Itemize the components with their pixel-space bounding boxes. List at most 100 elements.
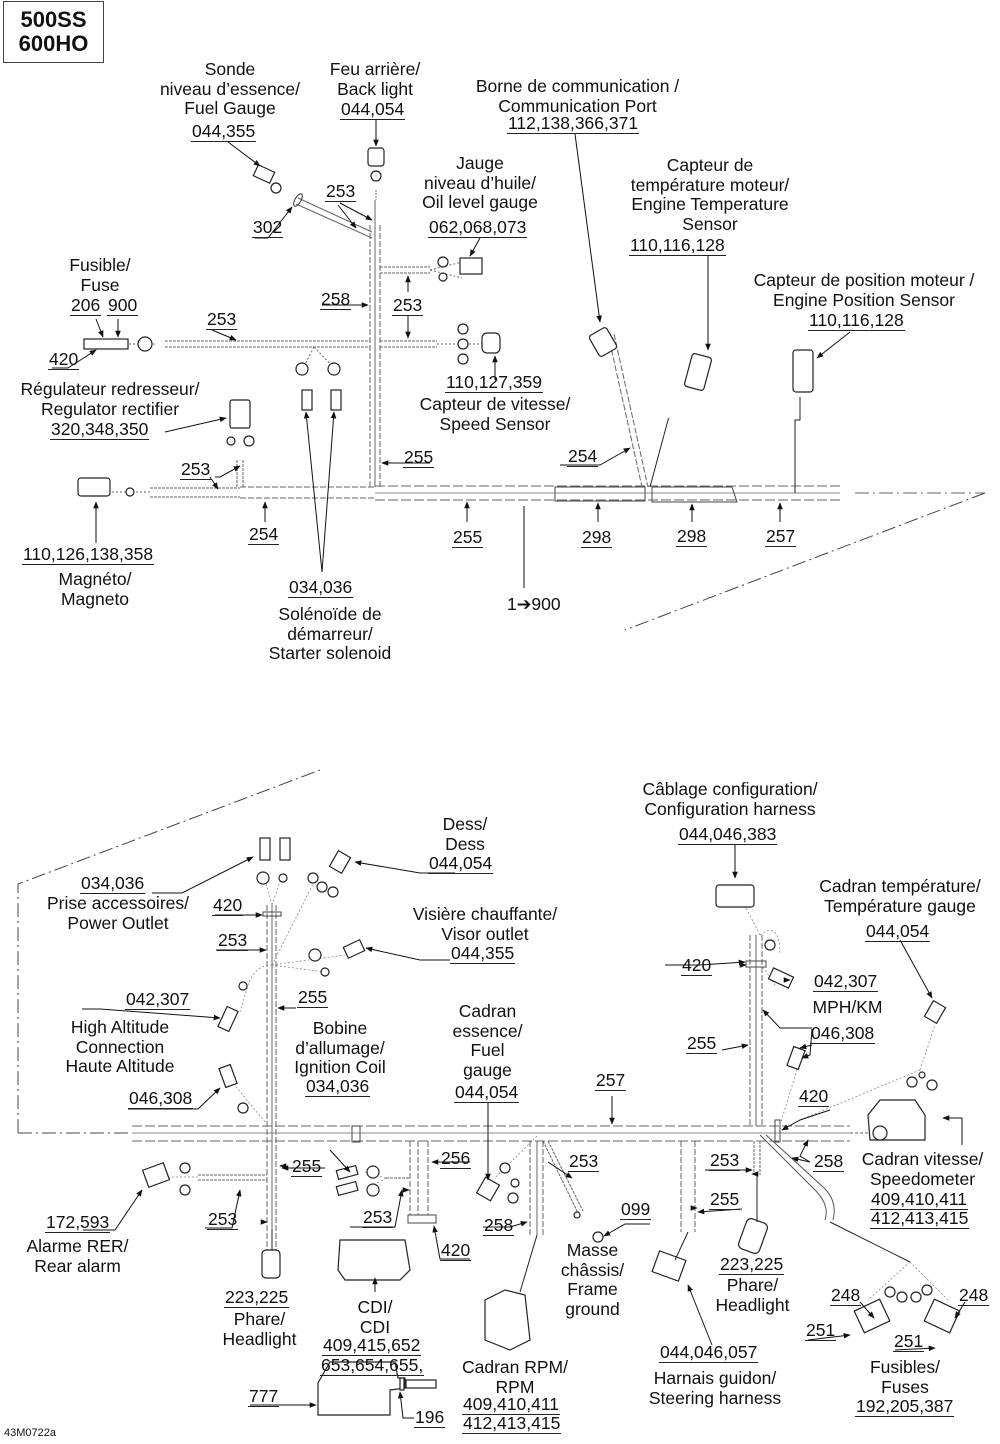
component-label-fuse: Fusible/ Fuse	[69, 255, 131, 295]
ref-number: 420	[681, 955, 713, 976]
ref-number: 253	[207, 1209, 239, 1230]
ref-number: 251	[893, 1331, 925, 1352]
ref-number: 302	[252, 217, 284, 238]
wire-color-tag-icon	[438, 272, 448, 282]
ref-number: 255	[709, 1189, 741, 1210]
component-label-rear-alarm: Alarme RER/ Rear alarm	[26, 1236, 129, 1276]
wire-color-tag-icon	[270, 182, 282, 194]
solenoid-connector-2-icon	[330, 389, 342, 411]
component-label-rpm-gauge: Cadran RPM/ RPM	[461, 1357, 568, 1397]
part-numbers: 044,054	[340, 99, 406, 120]
ref-number: 253	[709, 1150, 741, 1171]
wire-color-tag-icon	[507, 1192, 519, 1204]
wire-color-tag-icon	[316, 881, 328, 893]
ignition-coil-connector-2-icon	[335, 1180, 359, 1197]
component-label-frame-ground: Masse châssis/ Frame ground	[560, 1240, 625, 1319]
ref-number: 255	[291, 1156, 323, 1177]
ref-number: 253	[325, 181, 357, 202]
model-name: 500SS	[20, 7, 87, 32]
back-light-connector-icon	[367, 147, 385, 167]
comm-port-connector-icon	[588, 327, 618, 357]
part-numbers: 110,116,128	[629, 235, 726, 256]
part-numbers: 112,138,366,371	[507, 113, 640, 134]
sleeve-298-left	[554, 486, 646, 502]
component-label-steering-harness: Harnais guidon/ Steering harness	[648, 1368, 782, 1408]
ref-number: 254	[248, 524, 280, 545]
component-label-temperature-gauge: Cadran température/ Température gauge	[819, 876, 981, 916]
ref-number: 298	[676, 526, 708, 547]
bottom-leader-lines	[82, 845, 966, 1419]
ref-number: 255	[403, 447, 435, 468]
top-harness-wires	[110, 190, 985, 503]
part-numbers: 044,054	[865, 921, 931, 942]
cdi-module-icon	[337, 1239, 411, 1281]
part-numbers: 412,413,415	[462, 1413, 562, 1434]
temp-gauge-connector-icon	[923, 999, 947, 1025]
part-numbers: 900	[107, 295, 139, 316]
ref-number: 196	[414, 1407, 446, 1428]
regulator-connector-icon	[229, 399, 251, 429]
wire-color-tag-icon	[370, 170, 382, 182]
part-numbers: 034,036	[80, 873, 146, 894]
trunk-258	[369, 200, 381, 487]
part-numbers: 034,036	[288, 577, 354, 598]
part-numbers: 042,307	[125, 989, 191, 1010]
ref-number: 420	[48, 349, 80, 370]
part-numbers: 044,054	[428, 853, 494, 874]
power-outlet-connector-1-icon	[259, 837, 271, 861]
part-numbers: 044,046,383	[678, 824, 778, 845]
speedometer-port-icon	[872, 1125, 888, 1141]
component-label-mph-km: MPH/KM	[812, 997, 883, 1017]
wire-color-tag-icon	[437, 256, 449, 268]
wire-color-tag-icon	[457, 338, 469, 350]
model-title-box: 500SS 600HO	[3, 1, 104, 63]
wire-color-tag-icon	[366, 1165, 380, 1179]
wire-color-tag-icon	[256, 871, 270, 885]
part-numbers: 223,225	[224, 1287, 290, 1308]
ref-number: 256	[440, 1148, 472, 1169]
wire-color-tag-icon	[327, 886, 339, 898]
ref-number: 253	[362, 1207, 394, 1228]
component-label-fuel-gauge-dial: Cadran essence/ Fuel gauge	[452, 1001, 523, 1080]
engine-position-connector-icon	[792, 349, 814, 393]
part-numbers: 320,348,350	[50, 419, 150, 440]
part-numbers: 034,036	[305, 1076, 371, 1097]
component-label-dess: Dess/ Dess	[442, 814, 488, 854]
ref-number: 777	[248, 1386, 280, 1407]
component-label-ignition-coil: Bobine d’allumage/ Ignition Coil	[294, 1018, 386, 1077]
wire-color-tag-icon	[125, 487, 135, 497]
ref-number: 257	[595, 1070, 627, 1091]
ref-number: 253	[217, 930, 249, 951]
part-numbers: 044,355	[450, 943, 516, 964]
ref-number: 255	[452, 527, 484, 548]
part-numbers: 409,410,411	[462, 1394, 561, 1415]
part-numbers: 409,415,652	[322, 1335, 422, 1356]
steering-harness-connector-icon	[651, 1250, 687, 1282]
magneto-connector-icon	[77, 477, 111, 497]
wire-color-tag-icon	[179, 1184, 191, 1196]
component-label-power-outlet: Prise accessoires/ Power Outlet	[47, 893, 189, 933]
component-label-headlight-left: Phare/ Headlight	[222, 1309, 297, 1349]
component-label-engine-temp-sensor: Capteur de température moteur/ Engine Te…	[630, 155, 790, 234]
component-label-engine-position-sensor: Capteur de position moteur / Engine Posi…	[753, 270, 975, 310]
figure-reference: 43M0722a	[4, 1427, 56, 1439]
part-numbers: 110,116,128	[808, 310, 905, 331]
wire-color-tag-icon	[573, 1211, 581, 1219]
ref-number: 253	[206, 309, 238, 330]
part-numbers: 046,308	[810, 1023, 876, 1044]
wire-color-tag-icon	[327, 362, 341, 376]
fuse-holder-2-icon	[923, 1298, 961, 1334]
part-numbers: 412,413,415	[870, 1208, 970, 1229]
part-numbers: 062,068,073	[428, 217, 528, 238]
component-label-regulator-rectifier: Régulateur redresseur/ Regulator rectifi…	[20, 379, 200, 419]
wire-color-tag-icon	[910, 1291, 922, 1303]
component-label-speedometer: Cadran vitesse/ Speedometer	[861, 1149, 984, 1189]
cdi-cover-clamp-icon	[399, 1377, 405, 1391]
part-numbers: 044,355	[191, 121, 257, 142]
part-range-note: 1➔900	[507, 594, 561, 614]
wire-color-tag-icon	[366, 1183, 380, 1197]
top-connectors	[77, 147, 814, 497]
component-label-starter-solenoid: Solénoïde de démarreur/ Starter solenoid	[268, 604, 392, 663]
component-label-visor-outlet: Visière chauffante/ Visor outlet	[412, 904, 558, 944]
